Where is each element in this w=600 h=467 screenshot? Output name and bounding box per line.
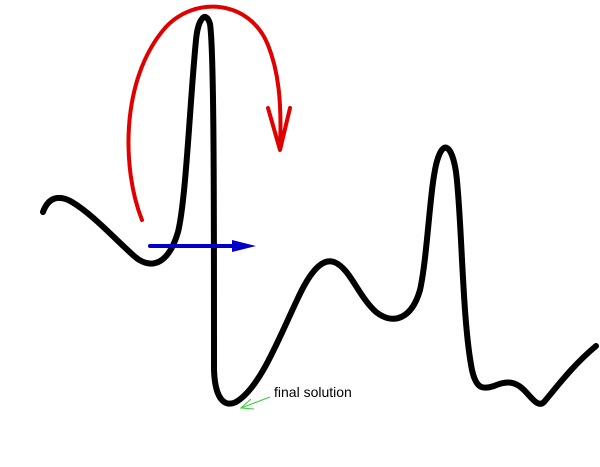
jump-arrowhead-icon [266, 106, 292, 152]
jump-arc [126, 4, 283, 222]
pointer-arrowhead-icon [239, 398, 255, 410]
landscape-curve [40, 14, 599, 407]
horizontal-arrowhead-icon [232, 240, 256, 252]
pointer-arrow-shaft [240, 396, 271, 409]
annotation-label: final solution [274, 384, 352, 400]
